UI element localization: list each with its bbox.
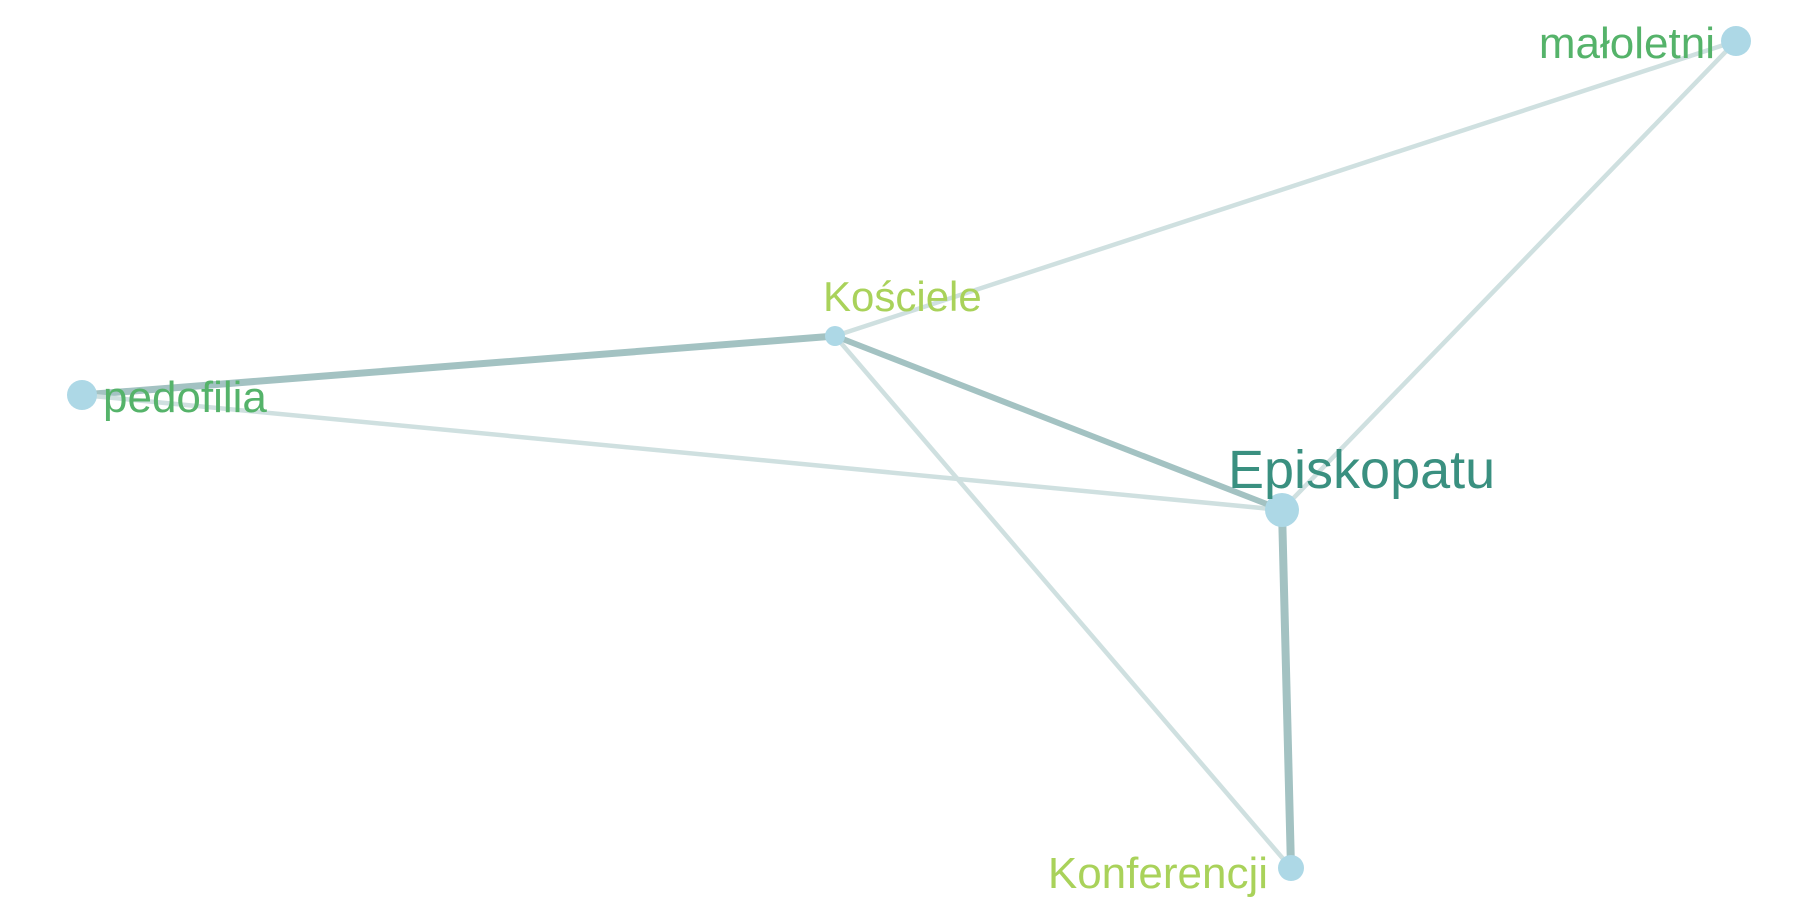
edge-pedofilia-koscicle: [78, 332, 839, 399]
node-konferencji: [1278, 855, 1304, 881]
node-episkopatu: [1265, 493, 1299, 527]
node-label-pedofilia: pedofilia: [103, 373, 267, 422]
edges-layer: [78, 38, 1739, 872]
edge-episkopatu-maloletni: [1279, 38, 1739, 513]
edge-koscicle-konferencji: [832, 333, 1294, 871]
node-label-maloletni: małoletni: [1539, 19, 1715, 68]
edge-koscicle-maloletni: [832, 38, 1739, 339]
edge-pedofilia-episkopatu: [79, 392, 1285, 513]
node-maloletni: [1721, 26, 1751, 56]
node-koscicle: [825, 326, 845, 346]
edge-koscicle-episkopatu: [832, 333, 1285, 513]
node-pedofilia: [67, 380, 97, 410]
node-label-episkopatu: Episkopatu: [1228, 440, 1495, 500]
nodes-layer: [67, 26, 1751, 881]
node-label-konferencji: Konferencji: [1048, 849, 1268, 898]
node-label-koscicle: Kościele: [823, 273, 982, 320]
edge-episkopatu-konferencji: [1278, 506, 1295, 872]
